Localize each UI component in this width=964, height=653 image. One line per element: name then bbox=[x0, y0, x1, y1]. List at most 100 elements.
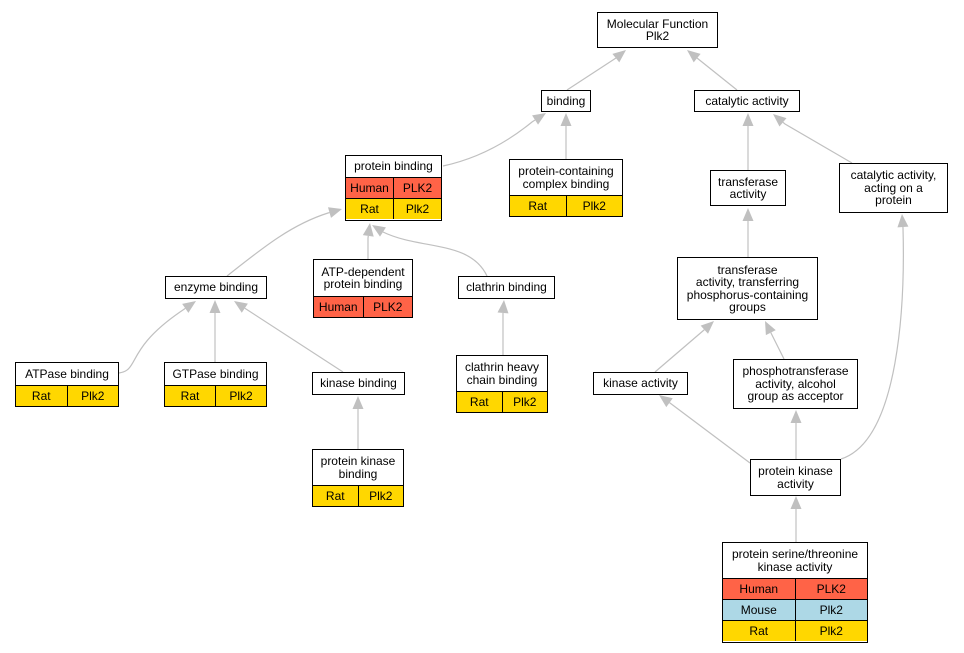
node-catalytic-activity[interactable]: catalytic activity bbox=[694, 90, 800, 112]
edge-line bbox=[770, 332, 785, 360]
node-title: kinase activity bbox=[603, 376, 678, 391]
annotation-row-human: Human PLK2 bbox=[723, 578, 867, 599]
edge-line bbox=[654, 329, 705, 373]
node-title: catalytic activity, acting on a protein bbox=[850, 168, 937, 208]
species-cell: Rat bbox=[180, 389, 200, 403]
edge-arrowhead bbox=[352, 396, 364, 409]
species-cell: Rat bbox=[749, 624, 769, 638]
node-protein-containing-complex-binding[interactable]: protein-containing complex binding Rat P… bbox=[509, 159, 623, 217]
node-catalytic-activity-acting-on-protein[interactable]: catalytic activity, acting on a protein bbox=[839, 163, 948, 213]
edge-arrowhead bbox=[234, 301, 248, 313]
edge-arrowhead bbox=[742, 113, 754, 126]
edge-arrowhead bbox=[659, 395, 673, 408]
node-protein-serine-threonine-kinase-activity[interactable]: protein serine/threonine kinase activity… bbox=[722, 542, 868, 643]
node-title: transferase activity, transferring phosp… bbox=[686, 262, 809, 314]
node-title: ATP-dependent protein binding bbox=[321, 264, 405, 291]
annotation-row-rat: Rat Plk2 bbox=[510, 195, 622, 216]
node-protein-binding[interactable]: protein binding Human PLK2 Rat Plk2 bbox=[345, 155, 442, 221]
edge-arrowhead bbox=[790, 496, 802, 509]
node-atp-dependent-protein-binding[interactable]: ATP-dependent protein binding Human PLK2 bbox=[313, 259, 413, 318]
gene-cell: PLK2 bbox=[362, 297, 413, 317]
node-clathrin-heavy-chain-binding[interactable]: clathrin heavy chain binding Rat Plk2 bbox=[456, 355, 548, 413]
edge-arrowhead bbox=[182, 301, 196, 313]
species-cell: Human bbox=[739, 582, 779, 596]
edge-arrowhead bbox=[773, 114, 787, 127]
node-title: protein binding bbox=[354, 159, 433, 174]
node-title: transferase activity bbox=[717, 174, 779, 201]
node-title: phosphotransferase activity, alcohol gro… bbox=[742, 364, 849, 404]
annotation-row-rat: Rat Plk2 bbox=[723, 620, 867, 641]
edge-arrowhead bbox=[362, 223, 374, 237]
node-title: GTPase binding bbox=[172, 366, 259, 381]
annotation-row-mouse: Mouse Plk2 bbox=[723, 599, 867, 620]
edge-arrowhead bbox=[209, 300, 221, 313]
node-title: kinase binding bbox=[320, 376, 397, 391]
node-title: protein serine/threonine kinase activity bbox=[731, 547, 859, 574]
edge-line bbox=[782, 121, 853, 164]
species-cell: Rat bbox=[360, 202, 379, 216]
gene-cell: Plk2 bbox=[393, 199, 441, 219]
edge-arrowhead bbox=[612, 50, 626, 63]
edge-line bbox=[226, 211, 330, 277]
node-transferase-phosphorus-groups[interactable]: transferase activity, transferring phosp… bbox=[677, 257, 818, 320]
node-protein-kinase-activity[interactable]: protein kinase activity bbox=[750, 459, 841, 496]
species-cell: Human bbox=[318, 300, 358, 314]
edge-line bbox=[118, 307, 186, 374]
gene-cell: Plk2 bbox=[501, 392, 548, 412]
edge-arrowhead bbox=[790, 410, 802, 423]
species-cell: Rat bbox=[325, 489, 345, 503]
node-kinase-binding[interactable]: kinase binding bbox=[312, 372, 405, 395]
gene-cell: PLK2 bbox=[393, 178, 441, 198]
edge-line bbox=[840, 226, 904, 460]
edge-line bbox=[244, 307, 344, 373]
edge-arrowhead bbox=[327, 207, 342, 218]
annotation-row-rat: Rat Plk2 bbox=[346, 198, 441, 219]
edge-arrowhead bbox=[687, 50, 701, 63]
node-binding[interactable]: binding bbox=[541, 90, 591, 112]
node-atpase-binding[interactable]: ATPase binding Rat Plk2 bbox=[15, 362, 119, 407]
gene-cell: Plk2 bbox=[357, 486, 404, 506]
node-kinase-activity[interactable]: kinase activity bbox=[593, 372, 688, 395]
annotation-row-rat: Rat Plk2 bbox=[165, 385, 266, 406]
node-title: protein kinase activity bbox=[758, 464, 833, 491]
edge-arrowhead bbox=[560, 113, 572, 126]
node-title: catalytic activity bbox=[705, 93, 789, 108]
node-title: clathrin heavy chain binding bbox=[464, 360, 540, 387]
node-protein-kinase-binding[interactable]: protein kinase binding Rat Plk2 bbox=[312, 449, 404, 507]
edge-line bbox=[566, 57, 617, 91]
edge-arrowhead bbox=[532, 113, 546, 125]
species-cell: Rat bbox=[31, 389, 51, 403]
node-molecular-function[interactable]: Molecular Function Plk2 bbox=[597, 12, 718, 48]
annotation-row-rat: Rat Plk2 bbox=[457, 391, 547, 412]
gene-cell: PLK2 bbox=[794, 579, 868, 599]
node-clathrin-binding[interactable]: clathrin binding bbox=[458, 276, 555, 299]
edge-arrowhead bbox=[700, 321, 714, 334]
species-cell: Rat bbox=[469, 395, 489, 409]
gene-cell: Plk2 bbox=[794, 600, 868, 620]
gene-cell: Plk2 bbox=[66, 386, 119, 406]
node-transferase-activity[interactable]: transferase activity bbox=[710, 170, 786, 206]
species-cell: Mouse bbox=[740, 603, 777, 617]
node-title: ATPase binding bbox=[25, 366, 109, 381]
node-gtpase-binding[interactable]: GTPase binding Rat Plk2 bbox=[164, 362, 267, 407]
node-enzyme-binding[interactable]: enzyme binding bbox=[165, 276, 267, 299]
annotation-row-rat: Rat Plk2 bbox=[16, 385, 118, 406]
edge-arrowhead bbox=[372, 225, 386, 237]
edge-line bbox=[669, 402, 751, 464]
gene-cell: Plk2 bbox=[565, 196, 623, 216]
edge-arrowhead bbox=[742, 208, 754, 221]
edge-arrowhead bbox=[765, 321, 776, 336]
node-title: enzyme binding bbox=[173, 280, 259, 295]
species-cell: Human bbox=[350, 181, 389, 195]
edge-line bbox=[696, 57, 738, 91]
annotation-row-rat: Rat Plk2 bbox=[313, 485, 403, 506]
node-title: Molecular Function Plk2 bbox=[606, 16, 709, 43]
node-title: protein-containing complex binding bbox=[518, 164, 614, 191]
gene-cell: Plk2 bbox=[215, 386, 266, 406]
node-title: protein kinase binding bbox=[320, 454, 396, 481]
edge-line bbox=[442, 119, 536, 167]
edge-line bbox=[382, 231, 488, 277]
node-title: binding bbox=[546, 93, 586, 108]
node-phosphotransferase-alcohol-acceptor[interactable]: phosphotransferase activity, alcohol gro… bbox=[733, 359, 858, 409]
node-title: clathrin binding bbox=[466, 280, 547, 295]
